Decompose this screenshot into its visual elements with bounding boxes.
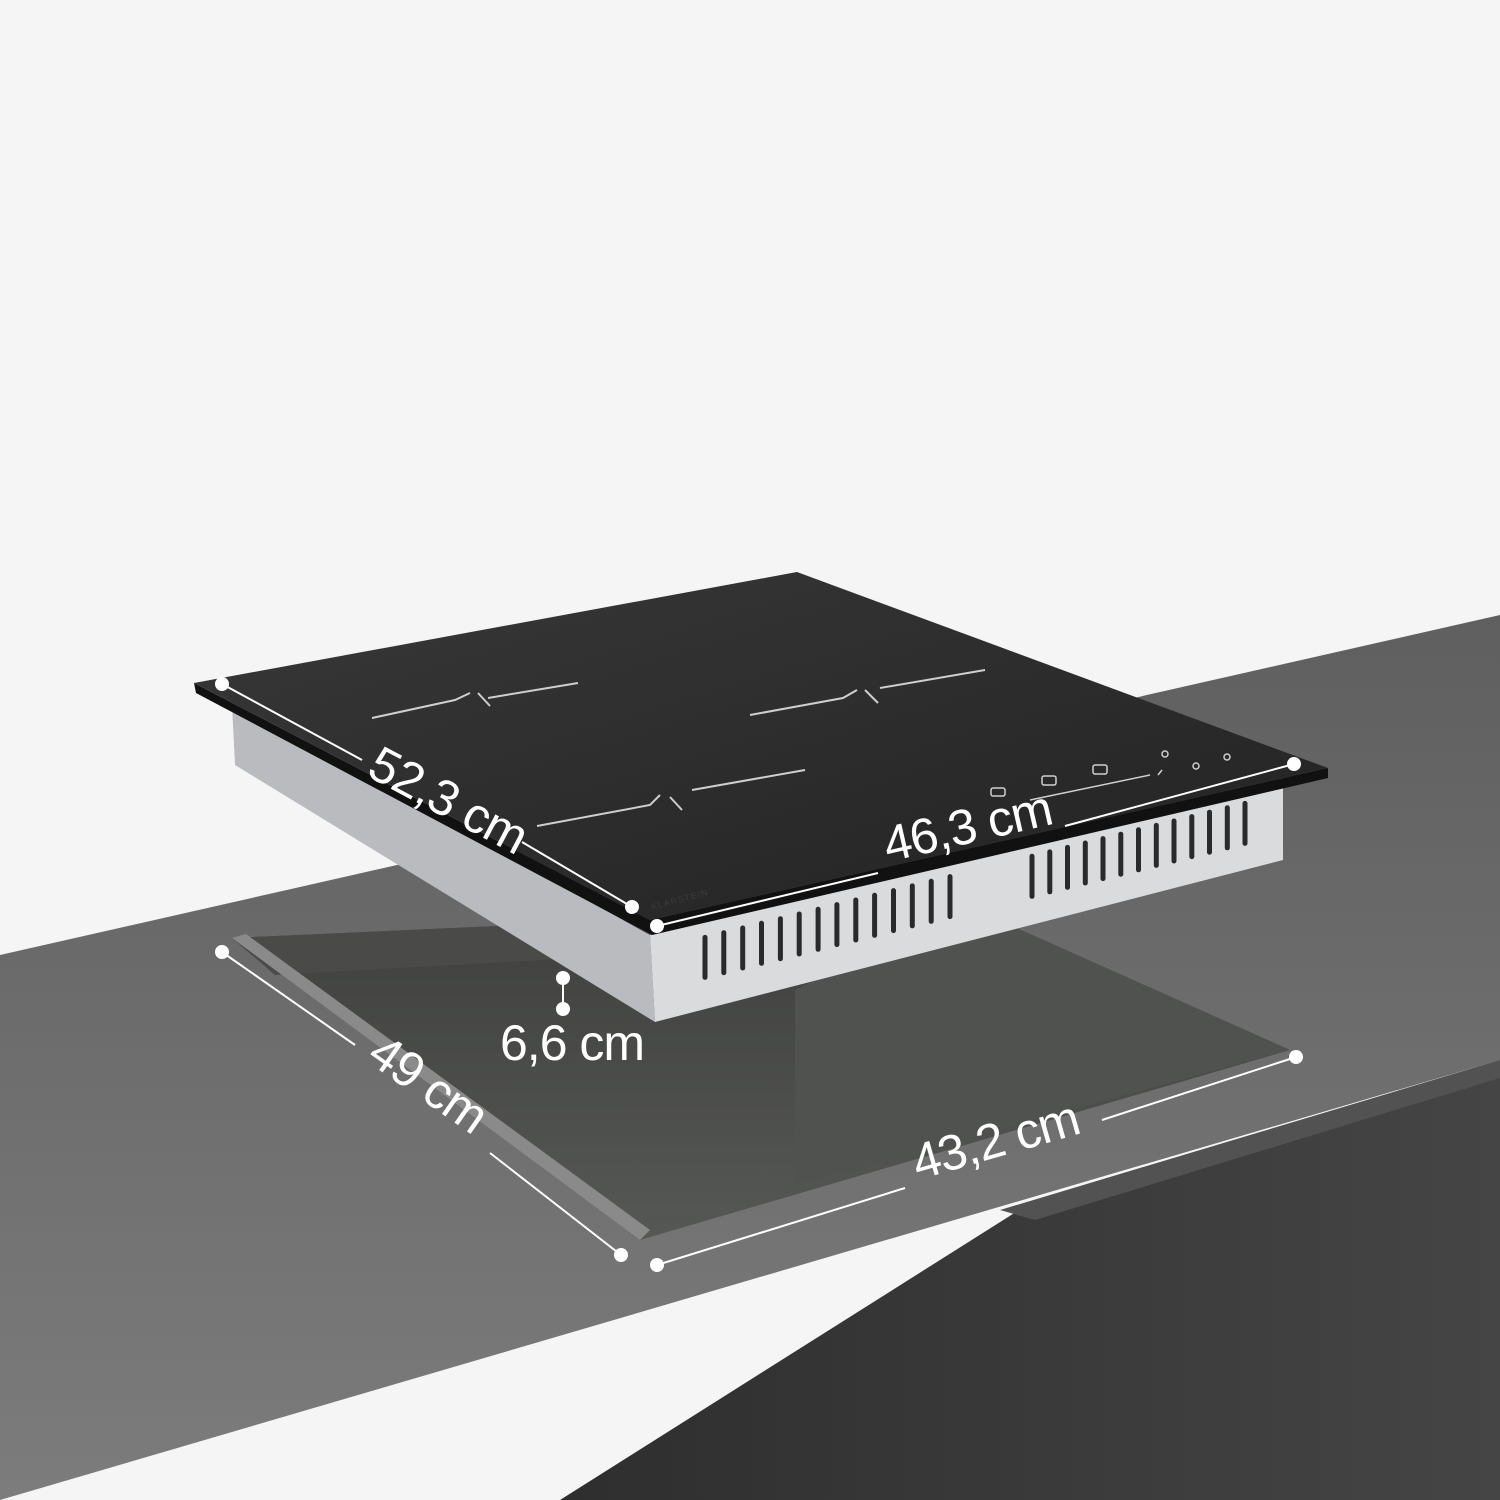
vent-slots xyxy=(702,800,1248,980)
dim-line-top-left-b xyxy=(521,841,633,908)
dimension-endpoints xyxy=(215,677,1303,1272)
dim-line-top-front-a xyxy=(656,872,879,927)
timer-icon xyxy=(1161,750,1169,758)
zone-select-icon xyxy=(990,787,1006,797)
dim-line-cutout-depth-a xyxy=(221,951,356,1046)
dim-line-top-left-a xyxy=(221,683,363,761)
glass-top-edge xyxy=(194,683,1328,935)
cooking-zone-markers xyxy=(371,669,986,827)
hob-body-front-side xyxy=(650,778,1283,1022)
countertop-front-edge xyxy=(1000,1060,1500,1220)
power-slider xyxy=(1029,774,1151,801)
touch-control-panel xyxy=(990,750,1231,801)
dim-line-cutout-width-a xyxy=(656,1187,906,1266)
dim-line-cutout-depth-b xyxy=(489,1152,622,1256)
zone-select-icon xyxy=(1092,764,1108,775)
glass-cooktop xyxy=(194,572,1328,920)
cutout-rim xyxy=(232,934,650,1240)
cutout-inner-wall xyxy=(795,905,1290,1185)
dim-label-height: 6,6 cm xyxy=(500,1015,644,1071)
zone-select-icon xyxy=(1041,775,1057,786)
dimension-lines xyxy=(221,683,1297,1266)
dim-line-cutout-width-b xyxy=(1101,1056,1297,1121)
lock-icon xyxy=(1192,762,1200,770)
countertop-front-face xyxy=(560,1060,1500,1500)
power-icon xyxy=(1223,753,1231,761)
dim-line-top-front-b xyxy=(1064,763,1295,827)
hob-body-left-side xyxy=(232,705,655,1022)
